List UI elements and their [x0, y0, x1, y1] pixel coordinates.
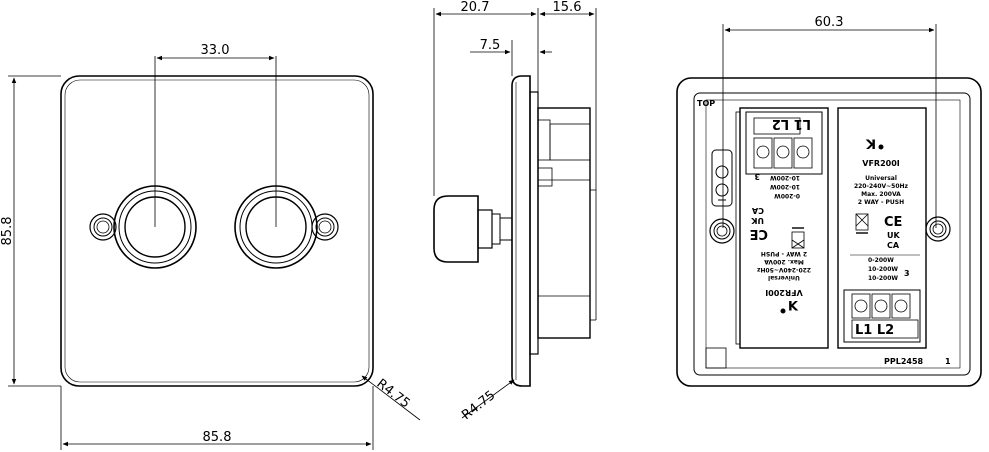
module-left-rating-3: 10-200W — [770, 174, 800, 181]
module-right-rating-2: 10-200W — [868, 266, 898, 273]
front-view — [8, 55, 421, 450]
module-left-rating-2: 10-200W — [770, 183, 800, 190]
module-right-line3: Max. 200VA — [861, 191, 901, 198]
dim-knob-spacing: 33.0 — [201, 43, 230, 58]
fixing-screw-left-icon — [89, 213, 117, 241]
module-left-line3: Max. 200VA — [764, 258, 804, 265]
module-right-line4: 2 WAY - PUSH — [858, 199, 904, 206]
dim-side-overall-depth: 20.7 — [461, 0, 490, 15]
dim-side-body-depth: 15.6 — [553, 0, 582, 15]
module-right-rating-3: 10-200W — [868, 275, 898, 282]
rear-view — [676, 24, 982, 387]
module-left-ukca-bottom: CA — [751, 206, 764, 215]
dim-front-corner-radius: R4.75 — [374, 376, 413, 411]
rear-part-number: PPL2458 — [884, 357, 924, 366]
module-left-line1: Universal — [768, 274, 800, 281]
module-right-line2: 220-240V~50Hz — [854, 183, 909, 190]
front-plate-outer — [60, 75, 374, 387]
module-left-ukca-top: UK — [751, 216, 764, 225]
rear-fixing-lug-left-icon — [709, 218, 735, 244]
side-dimmer-body — [537, 107, 591, 339]
side-view — [433, 8, 597, 419]
module-right-number: 3 — [904, 269, 910, 278]
side-plate — [511, 75, 531, 387]
module-right-ce-mark: CE — [884, 215, 902, 230]
module-left-ce-mark: CE — [750, 226, 768, 241]
module-left-terminals: L1 L2 — [772, 116, 811, 131]
module-right-model: VFR200I — [862, 159, 900, 168]
k-logo-right-icon: ꓘ — [865, 138, 876, 153]
rear-fixing-lug-right-icon — [925, 216, 951, 242]
rear-plate-inner — [693, 92, 971, 376]
module-right-rating-1: 0-200W — [868, 257, 894, 264]
module-left-line4: 2 WAY - PUSH — [761, 250, 807, 257]
rear-sheet-number: 1 — [945, 357, 951, 366]
dim-side-corner-radius: R4.75 — [459, 388, 498, 423]
module-left-line2: 220-240V~50Hz — [756, 266, 811, 273]
dim-side-plate-thickness: 7.5 — [480, 38, 501, 53]
dimmer-module-right — [837, 107, 927, 349]
dim-front-height: 85.8 — [0, 217, 15, 246]
module-right-ukca-top: UK — [887, 231, 900, 240]
module-right-ukca-bottom: CA — [887, 241, 900, 250]
k-logo-left-icon: ꓘ — [788, 297, 799, 312]
module-right-line1: Universal — [865, 175, 897, 182]
rear-plate-outer — [676, 77, 982, 387]
module-left-model: VFR200I — [765, 288, 803, 297]
module-right-terminals: L1 L2 — [855, 323, 894, 338]
dimmer-module-left — [735, 107, 829, 349]
side-flange — [529, 91, 539, 355]
rear-top-label: TOP — [697, 99, 715, 108]
module-left-number: 3 — [754, 172, 760, 181]
dim-rear-fixing-centres: 60.3 — [815, 15, 844, 30]
front-plate-inner — [64, 79, 370, 383]
module-left-rating-1: 0-200W — [774, 192, 800, 199]
earth-terminal-icon — [711, 149, 733, 207]
side-knob — [433, 195, 479, 263]
dim-front-width: 85.8 — [203, 430, 232, 445]
